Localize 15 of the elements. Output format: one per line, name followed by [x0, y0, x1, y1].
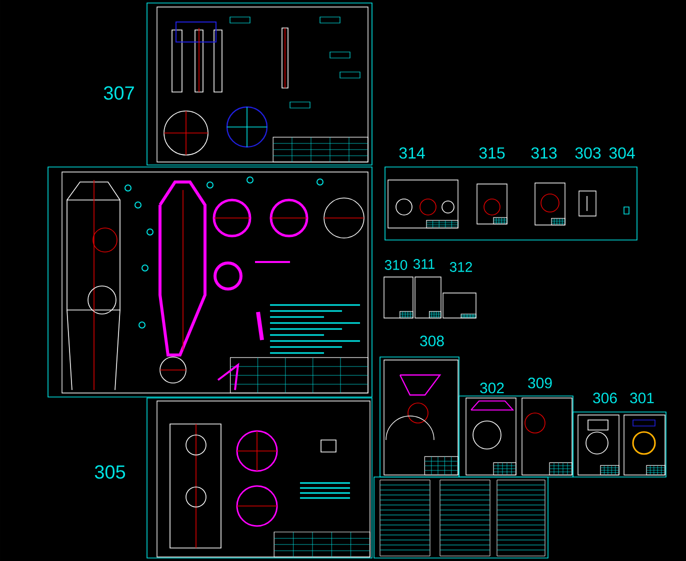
sheet-number: 306 — [593, 392, 617, 404]
sheet-number: 311 — [413, 259, 434, 269]
sheet-number: 304 — [609, 147, 635, 159]
sheet-number: 315 — [479, 147, 505, 159]
sheet-number: 307 — [104, 86, 134, 100]
sheet-number: 302 — [480, 382, 504, 394]
sheet-number: 310 — [384, 260, 408, 270]
sheet-number: 314 — [399, 147, 425, 159]
sheet-number: 309 — [528, 378, 552, 388]
sheet-number: 301 — [630, 392, 654, 404]
sheet-number: 308 — [420, 336, 444, 346]
sheet-number: 303 — [575, 147, 601, 159]
sheet-number: 305 — [94, 465, 126, 479]
sheet-number: 312 — [450, 262, 472, 272]
sheet-number: 313 — [531, 147, 557, 159]
